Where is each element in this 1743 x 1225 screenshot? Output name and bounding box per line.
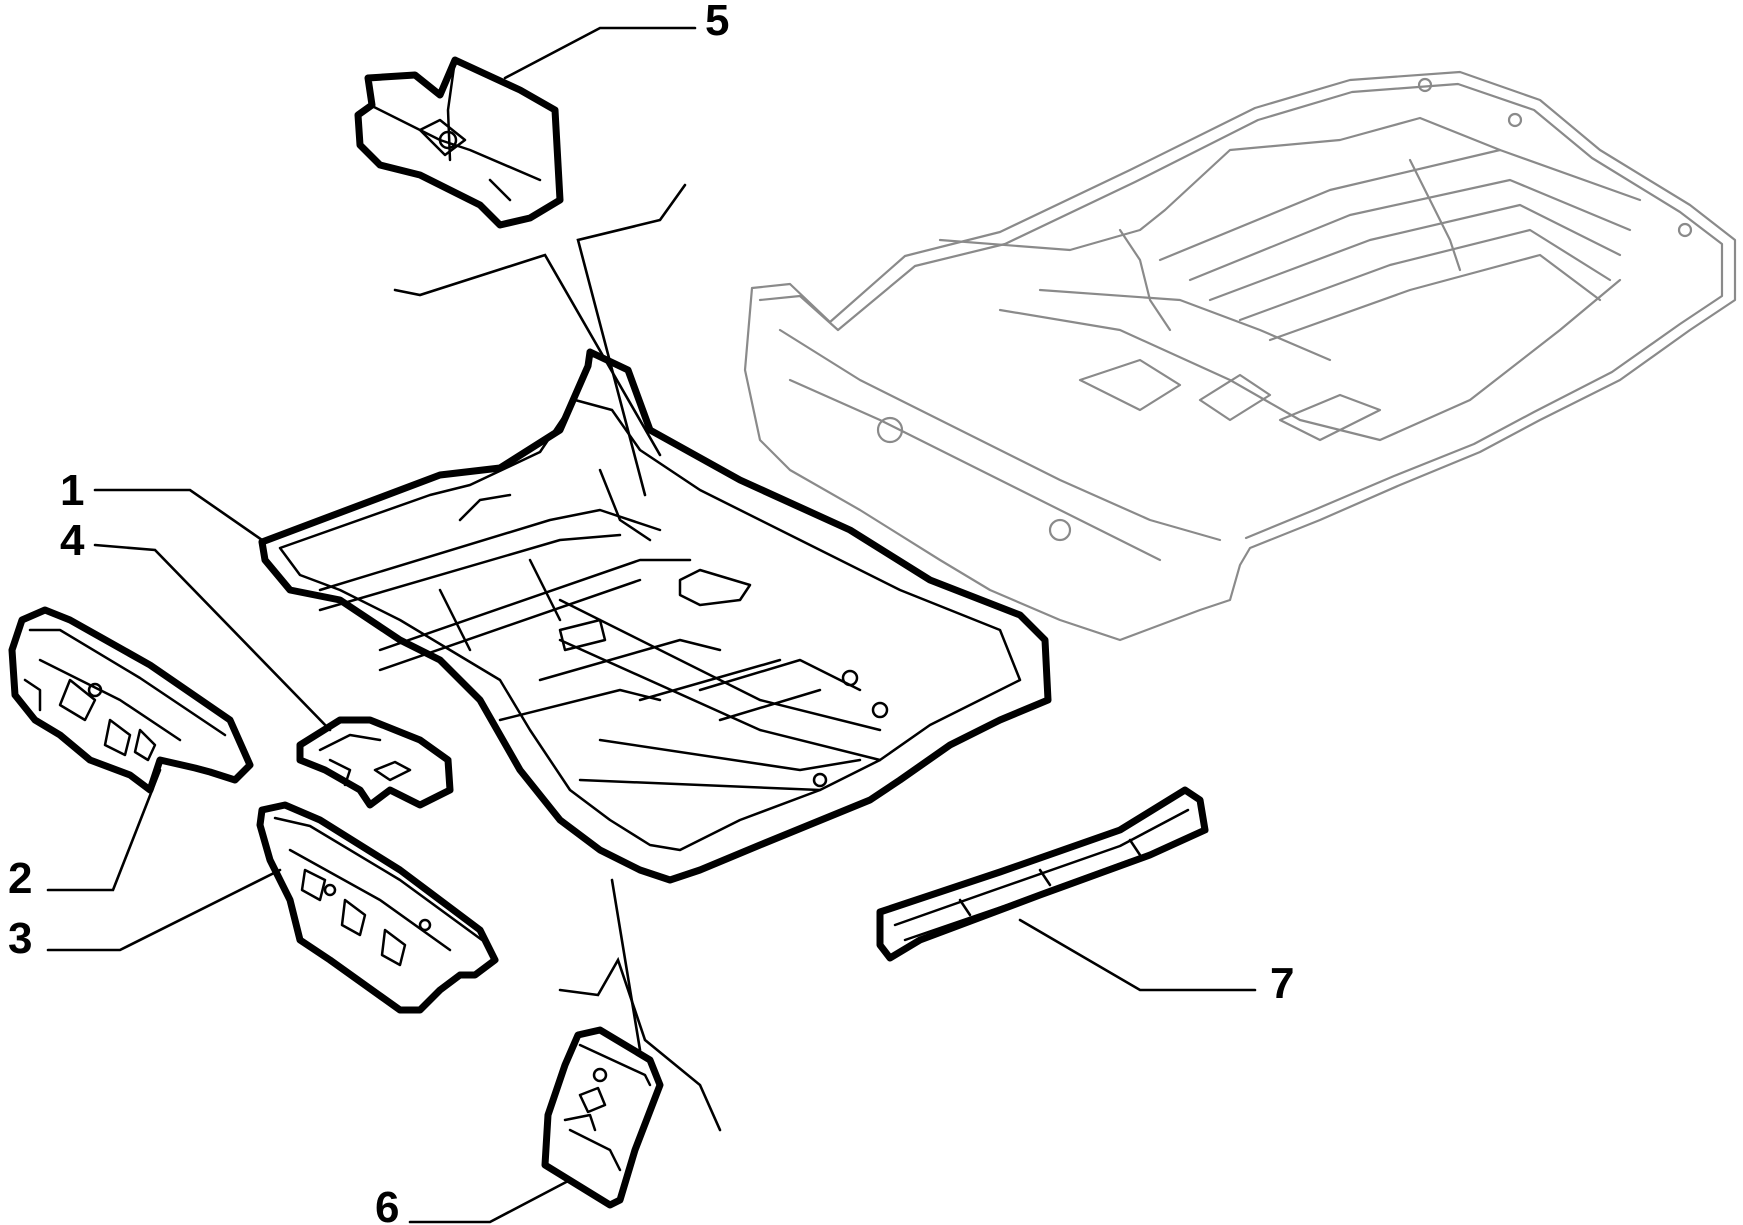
top-bracket	[354, 56, 564, 229]
callout-2: 2	[8, 854, 32, 903]
guide-lower-left	[610, 878, 642, 1052]
guide-lower-right	[558, 956, 722, 1132]
rear-floor-assembly-outline	[743, 70, 1737, 642]
front-floor-pan	[258, 348, 1052, 884]
callout-6: 6	[375, 1183, 399, 1225]
guide-upper-right	[576, 183, 687, 497]
leader-4	[93, 543, 332, 732]
leader-1	[93, 488, 264, 542]
callout-7: 7	[1270, 959, 1294, 1008]
leader-6	[408, 1178, 572, 1224]
leader-5	[503, 26, 697, 80]
callout-3: 3	[8, 914, 32, 963]
leader-lines	[46, 26, 1257, 1224]
vertical-bracket	[541, 1026, 664, 1209]
guide-upper-left	[393, 253, 662, 457]
left-cross-member	[8, 606, 254, 794]
leader-3	[46, 868, 282, 952]
small-bracket	[296, 716, 454, 809]
leader-7	[1018, 918, 1257, 992]
longitudinal-channel	[876, 786, 1209, 962]
callout-4: 4	[60, 516, 85, 565]
lower-cross-member	[256, 801, 499, 1014]
callout-5: 5	[705, 0, 729, 45]
callout-labels: 1 4 2 3 5 6 7	[8, 0, 1294, 1225]
leader-2	[46, 768, 162, 892]
callout-1: 1	[60, 466, 84, 515]
